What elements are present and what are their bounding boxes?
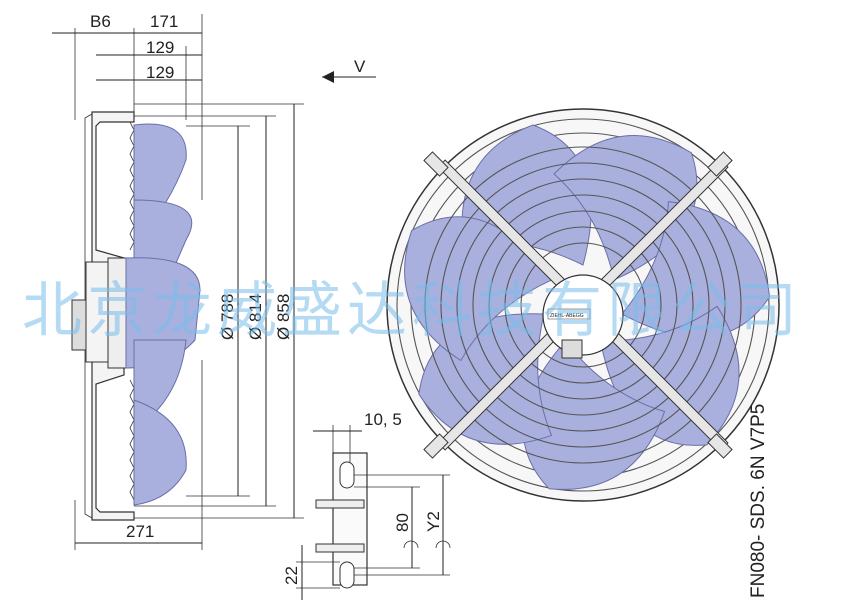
dim-171: 171 [150, 12, 178, 31]
front-view [386, 108, 780, 502]
dim-y2: Y2 [424, 511, 443, 532]
dim-b6: B6 [90, 12, 111, 31]
dim-dia-814: Ø 814 [246, 294, 265, 340]
dim-dia-858: Ø 858 [274, 294, 293, 340]
view-arrow [322, 71, 376, 83]
dim-10-5: 10, 5 [364, 410, 402, 429]
dim-dia-788: Ø 788 [218, 294, 237, 340]
mounting-detail [296, 425, 451, 600]
dim-22: 22 [282, 566, 301, 585]
dim-271: 271 [126, 522, 154, 541]
nameplate: ZIEHL-ABEGG [550, 313, 584, 319]
model-label: FN080- SDS. 6N V7P5 [748, 403, 769, 598]
side-view [52, 14, 304, 550]
dim-129-b: 129 [146, 63, 174, 82]
dim-80: 80 [393, 513, 412, 532]
dim-129-a: 129 [146, 38, 174, 57]
view-label-v: V [354, 57, 366, 76]
